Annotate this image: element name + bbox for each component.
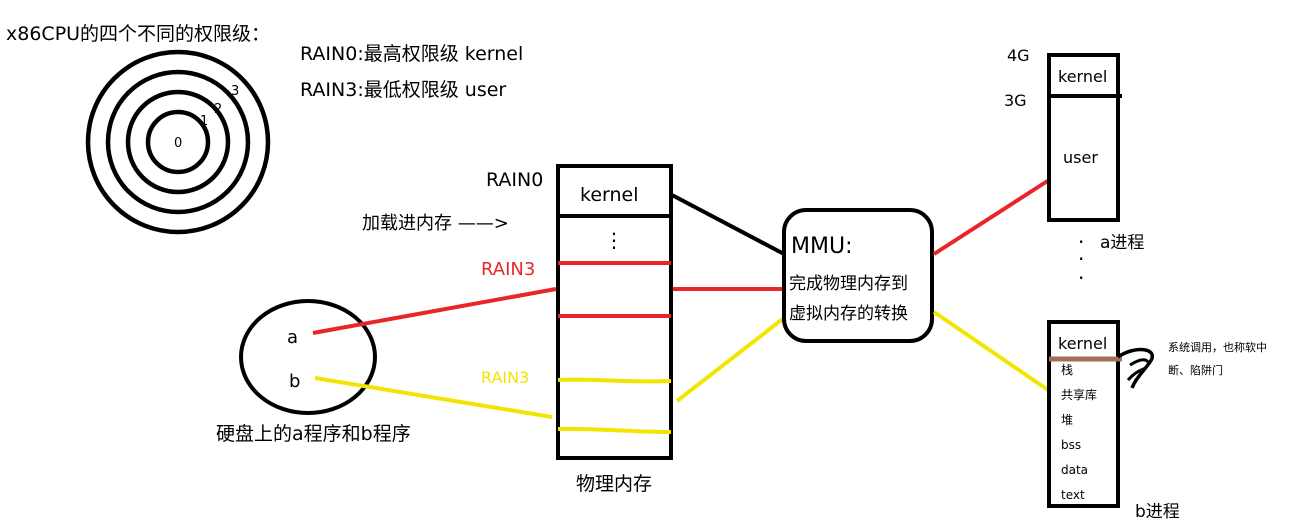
syscall-hook-arrow — [1116, 347, 1154, 389]
memory-rain3-yellow-label: RAIN3 — [481, 368, 529, 387]
link-a-to-memory — [312, 287, 557, 335]
ring-3 — [85, 49, 271, 235]
process-b-segment-text: text — [1061, 488, 1085, 502]
process-a-4g-label: 4G — [1007, 46, 1030, 65]
physical-memory: RAIN0 kernel ⋮ 加载进内存 ——> RAIN3 RAIN3 物理内… — [362, 164, 673, 495]
ring-label-0: 0 — [174, 136, 182, 151]
memory-box — [556, 164, 673, 460]
legend-rain0: RAIN0:最高权限级 kernel — [300, 43, 523, 65]
link-mmu-to-process-a — [932, 178, 1051, 256]
ring-0 — [145, 109, 211, 175]
ring-label-2: 2 — [214, 102, 222, 117]
memory-kernel-label: kernel — [580, 184, 639, 206]
process-b-segment-heap: 堆 — [1061, 413, 1073, 427]
memory-caption: 物理内存 — [576, 473, 652, 495]
process-b-segment-stack: 栈 — [1061, 362, 1073, 377]
link-mmu-to-process-b — [932, 310, 1050, 392]
ring-label-3: 3 — [231, 84, 239, 99]
process-a: 4G 3G kernel user · · · a进程 — [1004, 46, 1144, 290]
process-b: kernel 栈 共享库 堆 bss data text b进程 系统调用，也称… — [1047, 320, 1267, 522]
syscall-note-line-1: 系统调用，也称软中 — [1168, 340, 1267, 354]
process-b-kernel-label: kernel — [1058, 334, 1107, 353]
disk-program-b: b — [289, 371, 300, 392]
process-a-dot-1: · — [1078, 230, 1084, 254]
process-b-box — [1047, 320, 1120, 508]
ring-2 — [105, 69, 251, 215]
process-b-caption: b进程 — [1135, 502, 1180, 522]
load-into-memory-label: 加载进内存 ——> — [362, 213, 509, 234]
process-a-dot-3: · — [1078, 266, 1084, 290]
process-a-kernel-label: kernel — [1058, 67, 1107, 86]
syscall-note-line-2: 断、陷阱门 — [1168, 363, 1223, 377]
title: x86CPU的四个不同的权限级： — [6, 23, 270, 45]
process-b-segment-data: data — [1061, 463, 1088, 477]
mmu-line-1: 完成物理内存到 — [789, 274, 908, 294]
process-a-user-label: user — [1063, 148, 1098, 167]
process-b-segment-bss: bss — [1061, 438, 1081, 452]
memory-rain0-label: RAIN0 — [486, 169, 543, 191]
privilege-rings: 0 1 2 3 — [85, 49, 271, 235]
process-a-3g-label: 3G — [1004, 91, 1027, 110]
disk-program-a: a — [287, 327, 298, 348]
link-kernel-to-mmu — [671, 193, 785, 256]
legend-rain3: RAIN3:最低权限级 user — [300, 79, 506, 101]
memory-rain3-red-label: RAIN3 — [481, 259, 535, 280]
ring-1 — [125, 89, 231, 195]
ring-label-1: 1 — [200, 114, 208, 129]
mmu-title: MMU: — [791, 234, 852, 259]
memory-yellow-line-top — [557, 377, 672, 384]
syscall-hook-strokes — [1126, 358, 1150, 381]
process-a-box — [1047, 53, 1120, 222]
disk-caption: 硬盘上的a程序和b程序 — [216, 423, 411, 445]
disk-ellipse — [239, 299, 377, 415]
memory-yellow-line-bottom — [557, 426, 672, 434]
process-a-caption: a进程 — [1100, 233, 1144, 253]
process-b-segment-shared-lib: 共享库 — [1061, 387, 1097, 402]
process-a-dot-2: · — [1078, 247, 1084, 271]
disk: a b 硬盘上的a程序和b程序 — [216, 299, 411, 445]
mmu-line-2: 虚拟内存的转换 — [789, 304, 908, 324]
mmu: MMU: 完成物理内存到 虚拟内存的转换 — [782, 208, 934, 343]
link-b-to-memory — [314, 376, 553, 419]
link-rain3-yellow-to-mmu — [675, 316, 786, 403]
mmu-box — [782, 208, 934, 343]
memory-dots: ⋮ — [604, 228, 624, 252]
